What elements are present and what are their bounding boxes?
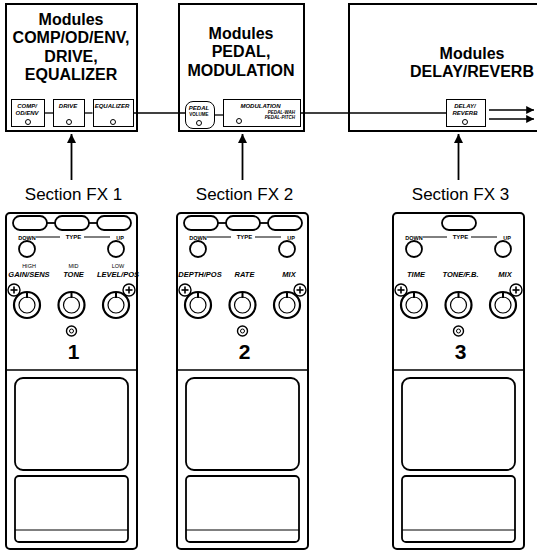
module-block: EQUALIZER [93,99,134,127]
module-block: COMP/ OD/ENV [11,99,45,127]
pedal-label: TONE/F.B. [435,271,487,280]
pedal-label: 1 [53,340,94,364]
module-group-box: Modules DELAY/REVERB DELAY/ REVERB [348,3,537,132]
pedal-label: MID [52,263,96,269]
pedal-label: MIX [263,271,315,280]
pedal-label: TYPE [448,234,473,241]
signal-line [215,114,223,115]
pedal-label: UP [495,235,519,241]
indicator-led [236,118,242,124]
pedal-label: UP [279,235,303,241]
pedal-label: GAIN/SENS [3,271,55,280]
module-subname: PEDAL-WAH PEDAL-PITCH [254,111,295,121]
section-arrow [242,134,244,180]
indicator-led [25,119,31,125]
module-block: MODULATIONPEDAL-WAH PEDAL-PITCH [223,99,301,127]
pedal-label: MIX [479,271,531,280]
section-arrow [458,134,460,180]
signal-line [85,112,93,113]
module-name: DELAY/ REVERB [448,103,482,116]
section-label: Section FX 2 [166,185,323,205]
pedal-label: UP [108,235,132,241]
pedal-label: TYPE [232,234,257,241]
pedal-label: DOWN [186,235,210,241]
indicator-led [66,119,72,125]
module-group-box: Modules COMP/OD/ENV, DRIVE, EQUALIZER COM… [5,3,138,132]
signal-line [301,112,446,113]
module-name: EQUALIZER [95,103,130,110]
pedal-label: LOW [96,263,140,269]
module-name: PEDAL [187,105,211,112]
module-name: Modules DELAY/REVERB [397,45,537,82]
section-label: Section FX 3 [382,185,537,205]
pedal-label: DOWN [15,235,39,241]
section-label: Section FX 1 [0,185,152,205]
module-name: Modules PEDAL, MODULATION [183,25,299,80]
indicator-led [110,119,116,125]
indicator-led [196,120,202,126]
pedal-label: HIGH [7,263,51,269]
module-subname: VOLUME [187,112,211,117]
module-name: COMP/ OD/ENV [13,103,41,116]
module-name: Modules COMP/OD/ENV, DRIVE, EQUALIZER [9,11,133,85]
effect-pedal: Section FX 1DOWNTYPEUPHIGHGAIN/SENSMIDTO… [5,212,138,550]
section-arrow [71,134,73,180]
output-arrows [489,110,534,119]
module-group-box: Modules PEDAL, MODULATION PEDALVOLUME MODU… [178,3,305,132]
pedal-label: TYPE [61,234,86,241]
module-block: DRIVE [53,99,85,127]
effect-pedal: Section FX 2DOWNTYPEUPDEPTH/POSRATEMIX2 [176,212,309,550]
pedal-label: DEPTH/POS [174,271,226,280]
indicator-led [462,119,468,125]
pedal-label: TIME [390,271,442,280]
pedal-label: 3 [440,340,481,364]
module-name: DRIVE [55,103,81,110]
pedal-label: LEVEL/POS [92,271,144,280]
pedal-label: TONE [48,271,100,280]
module-name: MODULATION [226,103,295,110]
signal-line [45,112,53,113]
module-block: PEDALVOLUME [185,101,215,129]
module-block: DELAY/ REVERB [446,99,486,127]
pedal-label: 2 [224,340,265,364]
pedal-label: RATE [219,271,271,280]
effect-pedal: Section FX 3DOWNTYPEUPTIMETONE/F.B.MIX3 [392,212,525,550]
pedal-label: DOWN [402,235,426,241]
